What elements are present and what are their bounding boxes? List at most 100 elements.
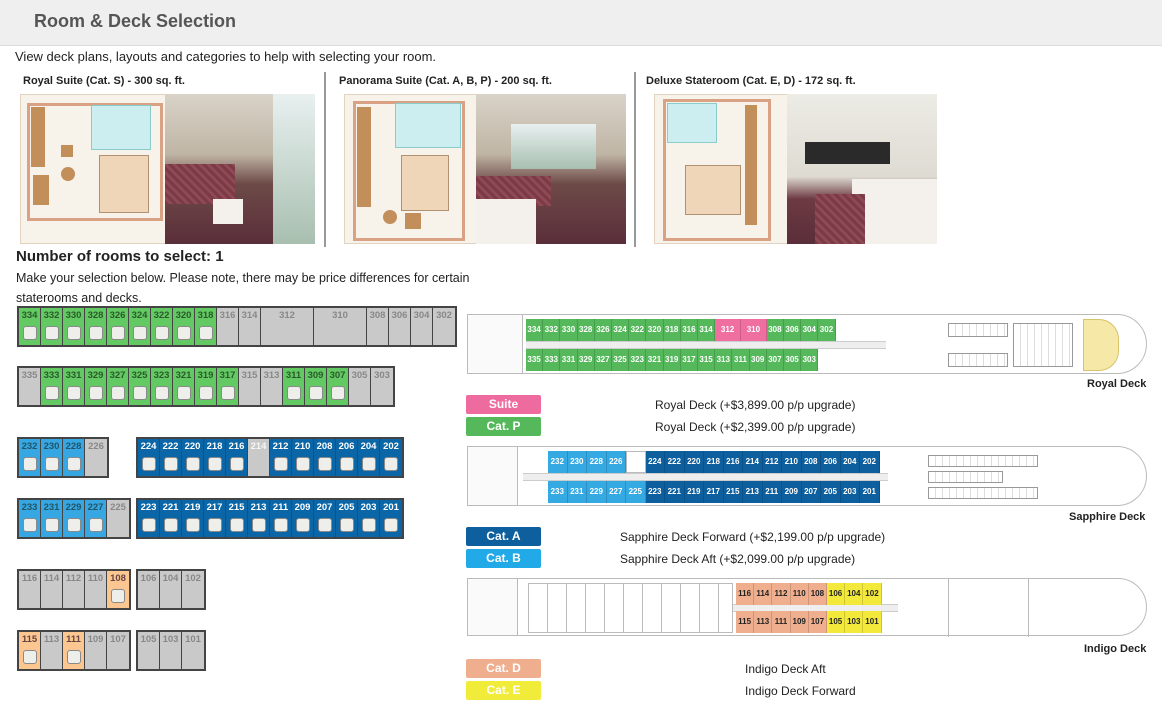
cabin-select-checkbox[interactable] bbox=[198, 326, 213, 340]
cabin-325[interactable]: 325 bbox=[129, 368, 151, 405]
cabin-select-checkbox[interactable] bbox=[22, 326, 37, 340]
cabin-select-checkbox[interactable] bbox=[163, 518, 178, 532]
cabin-select-checkbox[interactable] bbox=[384, 518, 398, 532]
cabin-329[interactable]: 329 bbox=[85, 368, 107, 405]
cabin-select-checkbox[interactable] bbox=[66, 518, 81, 532]
cabin-select-checkbox[interactable] bbox=[273, 457, 288, 471]
cabin-select-checkbox[interactable] bbox=[286, 386, 301, 400]
cabin-216[interactable]: 216 bbox=[226, 439, 248, 476]
cabin-select-checkbox[interactable] bbox=[44, 386, 59, 400]
cabin-select-checkbox[interactable] bbox=[44, 518, 59, 532]
cabin-select-checkbox[interactable] bbox=[251, 518, 266, 532]
cabin-select-checkbox[interactable] bbox=[22, 518, 37, 532]
cabin-select-checkbox[interactable] bbox=[273, 518, 288, 532]
cabin-201[interactable]: 201 bbox=[380, 500, 402, 537]
cabin-108[interactable]: 108 bbox=[107, 571, 129, 608]
cabin-331[interactable]: 331 bbox=[63, 368, 85, 405]
cabin-select-checkbox[interactable] bbox=[361, 457, 376, 471]
cabin-213[interactable]: 213 bbox=[248, 500, 270, 537]
cabin-320[interactable]: 320 bbox=[173, 308, 195, 345]
cabin-select-checkbox[interactable] bbox=[317, 457, 332, 471]
cabin-309[interactable]: 309 bbox=[305, 368, 327, 405]
cabin-select-checkbox[interactable] bbox=[66, 326, 81, 340]
cabin-select-checkbox[interactable] bbox=[111, 589, 125, 603]
cabin-115[interactable]: 115 bbox=[19, 632, 41, 669]
cabin-select-checkbox[interactable] bbox=[176, 326, 191, 340]
cabin-select-checkbox[interactable] bbox=[66, 457, 81, 471]
cabin-select-checkbox[interactable] bbox=[330, 386, 345, 400]
cabin-330[interactable]: 330 bbox=[63, 308, 85, 345]
cabin-select-checkbox[interactable] bbox=[339, 518, 354, 532]
cabin-select-checkbox[interactable] bbox=[22, 650, 37, 664]
cabin-206[interactable]: 206 bbox=[336, 439, 358, 476]
cabin-select-checkbox[interactable] bbox=[361, 518, 376, 532]
cabin-224[interactable]: 224 bbox=[138, 439, 160, 476]
cabin-select-checkbox[interactable] bbox=[384, 457, 398, 471]
cabin-select-checkbox[interactable] bbox=[132, 386, 147, 400]
cabin-334[interactable]: 334 bbox=[19, 308, 41, 345]
cabin-220[interactable]: 220 bbox=[182, 439, 204, 476]
cabin-219[interactable]: 219 bbox=[182, 500, 204, 537]
cabin-323[interactable]: 323 bbox=[151, 368, 173, 405]
cabin-select-checkbox[interactable] bbox=[141, 457, 156, 471]
cabin-322[interactable]: 322 bbox=[151, 308, 173, 345]
cabin-select-checkbox[interactable] bbox=[176, 386, 191, 400]
cabin-211[interactable]: 211 bbox=[270, 500, 292, 537]
cabin-328[interactable]: 328 bbox=[85, 308, 107, 345]
cabin-222[interactable]: 222 bbox=[160, 439, 182, 476]
cabin-select-checkbox[interactable] bbox=[220, 386, 235, 400]
cabin-230[interactable]: 230 bbox=[41, 439, 63, 476]
cabin-select-checkbox[interactable] bbox=[44, 457, 59, 471]
cabin-332[interactable]: 332 bbox=[41, 308, 63, 345]
cabin-326[interactable]: 326 bbox=[107, 308, 129, 345]
cabin-327[interactable]: 327 bbox=[107, 368, 129, 405]
cabin-select-checkbox[interactable] bbox=[141, 518, 156, 532]
cabin-212[interactable]: 212 bbox=[270, 439, 292, 476]
cabin-227[interactable]: 227 bbox=[85, 500, 107, 537]
cabin-select-checkbox[interactable] bbox=[229, 457, 244, 471]
cabin-select-checkbox[interactable] bbox=[207, 457, 222, 471]
cabin-select-checkbox[interactable] bbox=[229, 518, 244, 532]
cabin-229[interactable]: 229 bbox=[63, 500, 85, 537]
cabin-333[interactable]: 333 bbox=[41, 368, 63, 405]
cabin-203[interactable]: 203 bbox=[358, 500, 380, 537]
cabin-311[interactable]: 311 bbox=[283, 368, 305, 405]
cabin-select-checkbox[interactable] bbox=[339, 457, 354, 471]
cabin-select-checkbox[interactable] bbox=[88, 386, 103, 400]
cabin-209[interactable]: 209 bbox=[292, 500, 314, 537]
cabin-208[interactable]: 208 bbox=[314, 439, 336, 476]
cabin-select-checkbox[interactable] bbox=[44, 326, 59, 340]
cabin-select-checkbox[interactable] bbox=[88, 326, 103, 340]
cabin-210[interactable]: 210 bbox=[292, 439, 314, 476]
cabin-select-checkbox[interactable] bbox=[154, 386, 169, 400]
cabin-207[interactable]: 207 bbox=[314, 500, 336, 537]
cabin-233[interactable]: 233 bbox=[19, 500, 41, 537]
cabin-307[interactable]: 307 bbox=[327, 368, 349, 405]
cabin-select-checkbox[interactable] bbox=[163, 457, 178, 471]
cabin-select-checkbox[interactable] bbox=[317, 518, 332, 532]
cabin-select-checkbox[interactable] bbox=[132, 326, 147, 340]
cabin-217[interactable]: 217 bbox=[204, 500, 226, 537]
cabin-select-checkbox[interactable] bbox=[185, 518, 200, 532]
cabin-221[interactable]: 221 bbox=[160, 500, 182, 537]
cabin-215[interactable]: 215 bbox=[226, 500, 248, 537]
cabin-223[interactable]: 223 bbox=[138, 500, 160, 537]
cabin-select-checkbox[interactable] bbox=[66, 386, 81, 400]
cabin-202[interactable]: 202 bbox=[380, 439, 402, 476]
cabin-205[interactable]: 205 bbox=[336, 500, 358, 537]
cabin-select-checkbox[interactable] bbox=[66, 650, 81, 664]
cabin-select-checkbox[interactable] bbox=[110, 386, 125, 400]
cabin-select-checkbox[interactable] bbox=[185, 457, 200, 471]
cabin-select-checkbox[interactable] bbox=[295, 457, 310, 471]
cabin-232[interactable]: 232 bbox=[19, 439, 41, 476]
cabin-321[interactable]: 321 bbox=[173, 368, 195, 405]
cabin-select-checkbox[interactable] bbox=[22, 457, 37, 471]
cabin-select-checkbox[interactable] bbox=[88, 518, 103, 532]
cabin-324[interactable]: 324 bbox=[129, 308, 151, 345]
cabin-111[interactable]: 111 bbox=[63, 632, 85, 669]
cabin-select-checkbox[interactable] bbox=[110, 326, 125, 340]
cabin-228[interactable]: 228 bbox=[63, 439, 85, 476]
cabin-select-checkbox[interactable] bbox=[154, 326, 169, 340]
cabin-319[interactable]: 319 bbox=[195, 368, 217, 405]
cabin-204[interactable]: 204 bbox=[358, 439, 380, 476]
